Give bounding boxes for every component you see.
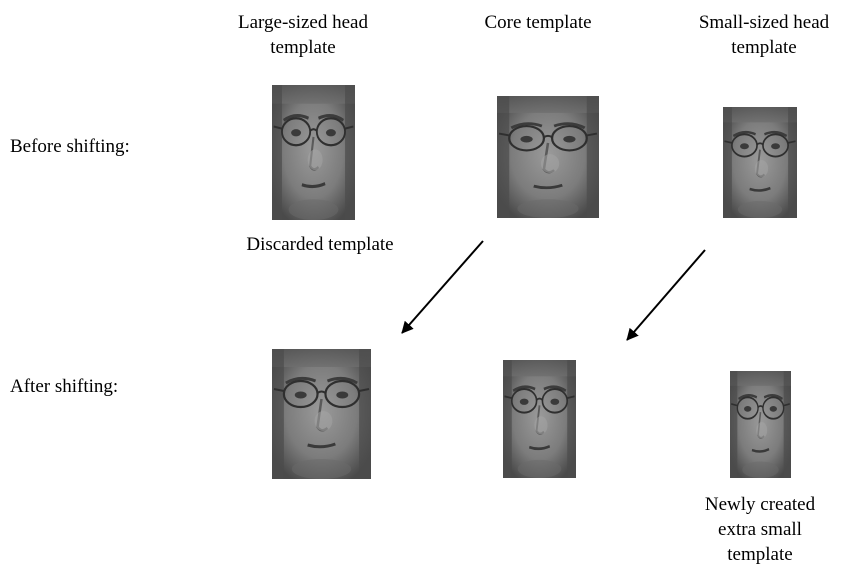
discarded-template-label: Discarded template (246, 234, 394, 255)
before-core-face-image (497, 96, 599, 218)
arrow-small-to-core (626, 249, 706, 341)
after-shifting-label: After shifting: (10, 376, 119, 397)
after-large-face-image (272, 349, 371, 479)
after-extra-small-face-image (730, 371, 791, 478)
small-head-template-label: Small-sized head template (698, 12, 830, 58)
before-large-face-image (272, 85, 355, 220)
before-shifting-label: Before shifting: (10, 136, 130, 157)
before-small-face-image (723, 107, 797, 218)
arrow-core-to-large (401, 240, 484, 334)
newly-created-template-label: Newly created extra small template (704, 494, 816, 565)
core-template-label: Core template (484, 12, 592, 33)
after-core-face-image (503, 360, 576, 478)
large-head-template-label: Large-sized head template (238, 12, 368, 58)
